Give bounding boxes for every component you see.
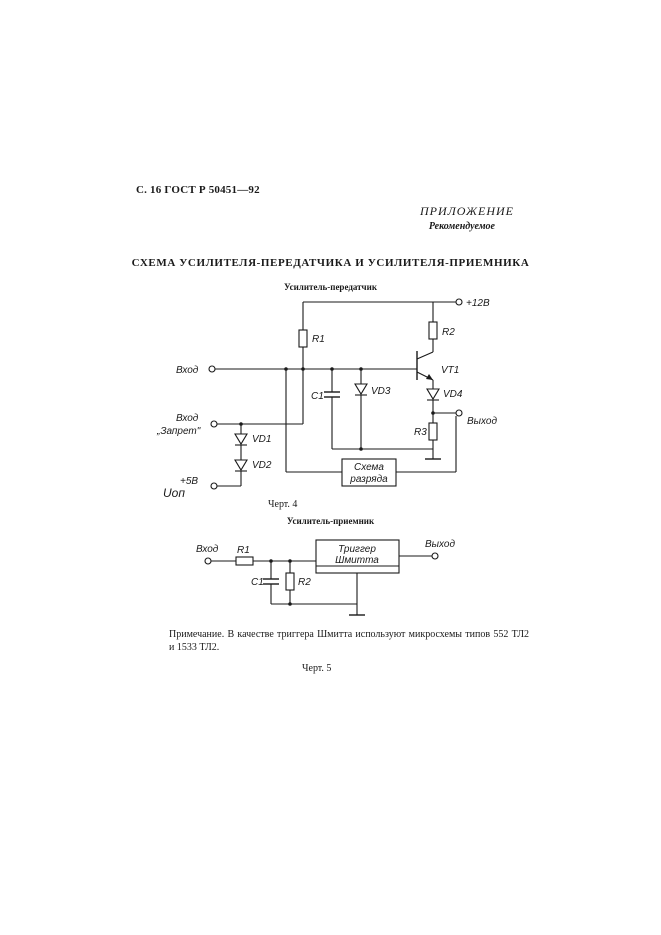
terminal-rx-output [431,552,439,560]
resistor-r3 [428,422,438,441]
junction [431,411,435,415]
note-text: Примечание. В качестве триггера Шмитта и… [169,629,529,653]
appendix-title: ПРИЛОЖЕНИЕ [420,204,514,218]
label-vd4: VD4 [443,389,463,400]
terminal-inhibit [210,420,218,428]
receiver-subtitle: Усилитель-приемник [286,516,375,526]
page-header: С. 16 ГОСТ Р 50451—92 [136,184,260,196]
diode-vd1 [234,433,248,446]
diode-vd4 [426,388,440,401]
diode-vd3 [354,383,368,396]
label-discharge-2: разряда [349,474,388,485]
junction [359,447,363,451]
label-inhibit-2: „Запрет" [156,426,201,437]
transistor-collector [416,351,434,360]
figure-4-caption: Черт. 4 [268,499,298,510]
appendix-subtitle: Рекомендуемое [428,221,495,232]
label-vt1: VT1 [441,365,459,376]
terminal-rx-input [204,557,212,565]
transistor-emitter-arrow [426,374,433,380]
resistor-r1 [298,329,308,348]
main-title: СХЕМА УСИЛИТЕЛЯ-ПЕРЕДАТЧИКА И УСИЛИТЕЛЯ-… [131,257,530,269]
transmitter-subtitle: Усилитель-передатчик [283,282,378,292]
label-r1: R1 [312,334,325,345]
label-trigger-1: Триггер [338,544,376,555]
label-discharge-1: Схема [354,462,384,473]
label-plus12: +12В [466,298,490,309]
figure-5-caption: Черт. 5 [302,663,332,674]
label-vd1: VD1 [252,434,271,445]
junction [288,602,292,606]
label-vd2: VD2 [252,460,272,471]
label-r3: R3 [414,427,427,438]
label-output: Выход [467,416,497,427]
transmitter-diagram: +12В R1 R2 VT1 Вход C1 [156,298,497,500]
receiver-diagram: Вход R1 Триггер Шмитта Выход C1 R2 [196,539,455,616]
resistor-rx-r1 [235,556,254,566]
label-r2: R2 [442,327,455,338]
diode-vd2 [234,459,248,472]
resistor-rx-r2 [285,572,295,591]
terminal-plus12 [455,298,463,306]
label-vd3: VD3 [371,386,391,397]
terminal-plus5 [210,482,218,490]
resistor-r2 [428,321,438,340]
label-rx-r1: R1 [237,545,250,556]
label-rx-r2: R2 [298,577,311,588]
label-plus5: +5В [180,476,198,487]
label-trigger-2: Шмитта [335,555,379,566]
label-uop: Uоп [163,486,185,500]
label-rx-output: Выход [425,539,455,550]
label-rx-c1: C1 [251,577,264,588]
label-inhibit-1: Вход [176,413,199,424]
label-rx-input: Вход [196,544,219,555]
terminal-input [208,365,216,373]
label-input: Вход [176,365,199,376]
terminal-output [455,409,463,417]
label-c1: C1 [311,391,324,402]
